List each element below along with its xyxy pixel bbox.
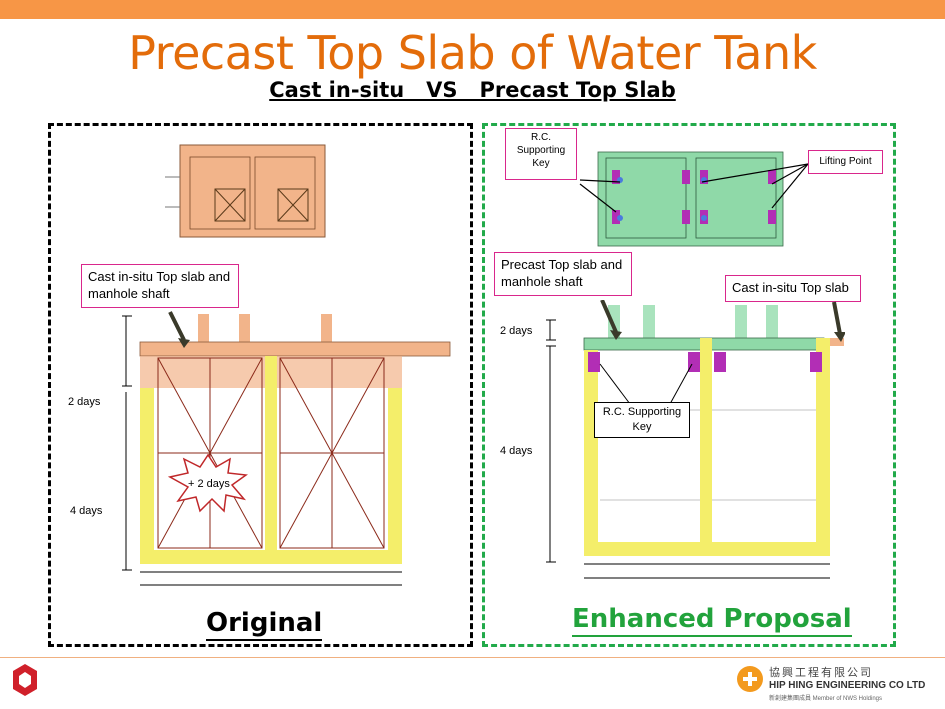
original-days-top: 2 days (68, 396, 101, 408)
footer-divider (0, 657, 945, 658)
extra-days-label: + 2 days (188, 478, 230, 490)
proposal-plan-drawing (597, 151, 784, 247)
company-name-chinese: 協興工程有限公司 (769, 667, 873, 679)
supporting-key-callout-top: R.C. Supporting Key (505, 128, 577, 180)
enhanced-proposal-panel (482, 123, 896, 647)
proposal-section-drawing (546, 300, 845, 579)
top-accent-bar (0, 0, 945, 19)
proposal-caption: Enhanced Proposal (572, 603, 852, 637)
footer-left-logo-icon (13, 664, 37, 696)
proposal-days-top: 2 days (500, 325, 533, 337)
original-panel (48, 123, 473, 647)
cast-in-situ-callout: Cast in-situ Top slab and manhole shaft (81, 264, 239, 308)
original-caption: Original (206, 607, 323, 641)
extra-time-burst-icon (168, 453, 248, 513)
company-member-note: 新創建集團成員 Member of NWS Holdings (769, 696, 883, 702)
supporting-key-callout-mid: R.C. Supporting Key (594, 402, 690, 438)
original-plan-drawing (165, 144, 326, 238)
lifting-point-callout: Lifting Point (808, 150, 883, 174)
cast-in-situ-slab-callout: Cast in-situ Top slab (725, 275, 861, 302)
slide-title: Precast Top Slab of Water Tank (128, 26, 817, 80)
proposal-arrows (579, 163, 809, 213)
original-days-bottom: 4 days (70, 505, 103, 517)
company-logo-icon (737, 666, 763, 692)
original-section-drawing (122, 311, 451, 586)
company-name-english: HIP HING ENGINEERING CO LTD (769, 680, 926, 691)
proposal-days-bottom: 4 days (500, 445, 533, 457)
slide-subtitle: Cast in-situ VS Precast Top Slab (0, 78, 945, 102)
precast-slab-callout: Precast Top slab and manhole shaft (494, 252, 632, 296)
subtitle-text: Cast in-situ VS Precast Top Slab (269, 78, 676, 102)
